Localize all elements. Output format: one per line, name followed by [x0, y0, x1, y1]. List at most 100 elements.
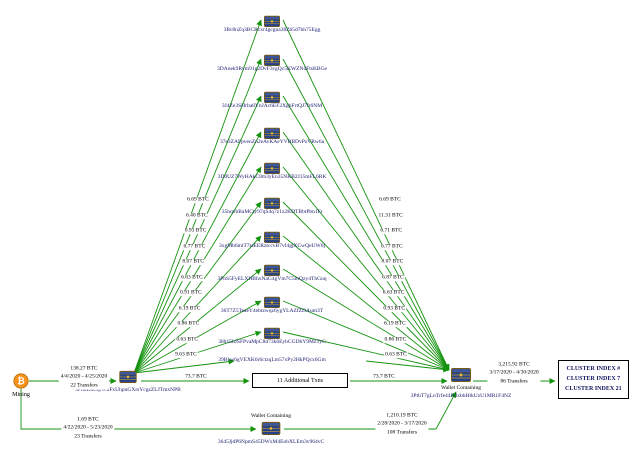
edge-amount-left: 9.63 BTC [174, 351, 198, 358]
right-outflow-transfers: 86 Transfers [500, 378, 528, 385]
flow-middle-to-right [365, 360, 450, 373]
cluster-index-line: CLUSTER INDEX 7 [566, 376, 621, 383]
flow-left-to-middle [133, 201, 262, 374]
wallet-icon[interactable] [264, 14, 280, 32]
wallet-icon[interactable] [264, 196, 280, 214]
edge-amount-center-right: 73.7 BTC [372, 373, 396, 380]
middle-wallet-address: 3J4Ze3SHrba8YnJAc6EF2XghFrtQJ7fr6NM [221, 103, 323, 109]
flow-middle-to-right [282, 268, 450, 371]
edge-amount-left: 8.07 BTC [181, 258, 206, 265]
edge-amount-left: 0.91 BTC [178, 289, 203, 296]
flow-middle-to-right [282, 19, 450, 371]
right-wallet-address: 3PtbT7gLnTrfe44D3xbhHtkUzU1MR1F4NZ [410, 393, 512, 399]
edge-amount-left: 6.40 BTC [184, 212, 209, 219]
edge-amount-left: 6.63 BTC [180, 274, 204, 281]
wallet-icon[interactable] [264, 161, 280, 179]
edge-amount-left: 0.63 BTC [175, 336, 200, 343]
edge-amount-left: 6.77 BTC [182, 243, 207, 250]
middle-wallet-address: 3DdUZ7WyHAkC8m3yEn35NKB2J15mFL6RK [217, 174, 327, 180]
bottom-inflow-transfers: 23 Transfers [74, 433, 102, 440]
left-inflow-transfers: 22 Transfers [70, 382, 98, 389]
middle-wallet-address: 3DAnek9Rvm91g2DvF3cgQc5KWZNdFtsKBGe [217, 66, 327, 72]
edge-amount-right: 0.93 BTC [382, 305, 407, 312]
flow-left-to-middle [133, 95, 262, 374]
flow-middle-to-right [282, 235, 450, 371]
flow-left-to-middle [133, 235, 262, 374]
flow-middle-to-right [282, 131, 450, 371]
bottom-inflow-amount: 1.69 BTC [77, 416, 99, 423]
wallet-icon[interactable] [264, 126, 280, 144]
edge-amount-right: 8.07 BTC [380, 258, 405, 265]
middle-wallet-address: 39B1w6gVEXK6r6ctzqLm57xPy2HkPQcx6Gm [218, 357, 326, 363]
flow-middle-to-right [282, 300, 450, 371]
edge-amount-right: 6.19 BTC [382, 320, 407, 327]
wallet-icon[interactable] [264, 263, 280, 281]
middle-wallet-address: 3Bc8nZq3BCRcxr4gcgna38Z65d7bh75Egg [223, 27, 321, 33]
bottom-outflow-transfers: 108 Transfers [386, 429, 418, 436]
additional-txns-box[interactable]: 11 Additional Txns [252, 373, 348, 388]
flow-left-to-middle [133, 268, 262, 374]
edge-amount-right: 0.63 BTC [384, 351, 408, 358]
edge-amount-left: 6.69 BTC [186, 196, 210, 203]
left-inflow-dates: 4/4/2020 - 4/25/2020 [60, 373, 108, 380]
edge-amount-right: 6.87 BTC [381, 274, 405, 281]
flow-left-to-middle [133, 166, 262, 374]
edge-amount-left: 6.19 BTC [177, 305, 202, 312]
right-outflow-amount: 3,215.92 BTC [498, 361, 530, 368]
edge-amount-right: 11.31 BTC [377, 212, 404, 219]
bottom-outflow-dates: 2/28/2020 - 3/17/2020 [377, 420, 427, 427]
flow-left-to-middle [133, 131, 262, 374]
bottom-wallet-title: Wallet Containing [250, 413, 292, 419]
wallet-icon-left[interactable] [119, 370, 137, 388]
flow-left-to-middle [133, 358, 235, 374]
wallet-icon[interactable] [264, 53, 280, 71]
cluster-index-box[interactable]: CLUSTER INDEX # CLUSTER INDEX 7 CLUSTER … [558, 360, 629, 399]
flow-middle-to-right [282, 95, 450, 371]
bottom-wallet-address: 3645JjdP6NpmS45DWxM4EobXLEm3v964vC [217, 439, 325, 445]
flow-bottom-wallet-to-right-wallet [284, 391, 457, 430]
wallet-icon-bottom[interactable] [261, 421, 281, 440]
bottom-outflow-label: 1,210.19 BTC 2/28/2020 - 3/17/2020 108 T… [375, 411, 429, 437]
edge-amount-left: 0.93 BTC [183, 227, 208, 234]
bitcoin-coin-icon[interactable]: ₿ [13, 373, 29, 389]
middle-wallet-address: 36T7Z5TeaeY4ebtzwqz6ygYLAZfZDAum3T [220, 308, 324, 314]
wallet-icon[interactable] [264, 326, 280, 344]
svg-text:₿: ₿ [17, 376, 24, 387]
cluster-index-line: CLUSTER INDEX 21 [565, 386, 622, 393]
flow-middle-to-right [282, 201, 450, 371]
flow-middle-to-right [282, 166, 450, 371]
flow-left-to-middle [133, 19, 262, 374]
middle-wallet-address: 3PnS5FyELXHBhxNaG4gVm7C5mQzy4ThGuq [217, 276, 327, 282]
flow-mining-to-bottom-wallet [20, 389, 257, 432]
wallet-icon[interactable] [264, 295, 280, 313]
left-inflow-amount: 138.27 BTC [70, 365, 98, 372]
right-outflow-dates: 3/17/2020 - 4/30/2020 [489, 369, 539, 376]
middle-wallet-address: 3Ht15hJSFPvaMpC8d73k6EybCGDhY9MzTyC [218, 339, 326, 345]
edge-amount-right: 6.71 BTC [379, 227, 404, 234]
bottom-outflow-amount: 1,210.19 BTC [386, 412, 418, 419]
edge-amount-right: 6.69 BTC [378, 196, 402, 203]
left-inflow-label: 138.27 BTC 4/4/2020 - 4/25/2020 22 Trans… [58, 364, 110, 390]
flow-middle-to-right [282, 331, 450, 372]
edge-amount-right: 0.86 BTC [383, 336, 408, 343]
left-wallet-address: 3PhnDuCqrWnFxUhpuGXrsYcgzZLJTmxNPB [75, 387, 181, 393]
bottom-inflow-dates: 4/22/2020 - 5/23/2020 [63, 424, 113, 431]
edge-amount-center-left: 73.7 BTC [184, 373, 208, 380]
middle-wallet-address: 3xgMb6miT7taEERztccvB7vf4gjXCwQeUW6j [218, 243, 326, 249]
edge-amount-right: 6.77 BTC [379, 243, 404, 250]
right-wallet-title: Wallet Containing [440, 385, 482, 391]
right-outflow-label: 3,215.92 BTC 3/17/2020 - 4/30/2020 86 Tr… [487, 360, 541, 386]
additional-txns-label: 11 Additional Txns [276, 377, 323, 384]
mining-label: Mining [12, 392, 30, 398]
cluster-index-line: CLUSTER INDEX # [566, 366, 621, 372]
flow-middle-to-right [282, 58, 450, 371]
middle-wallet-address: 35hqvbBaMCty97qS4q7z1z2KDTBbtPbn1Ft [221, 209, 323, 215]
edge-amount-left: 0.86 BTC [176, 320, 201, 327]
middle-wallet-address: 37e3ZAFpvenZn2eAvKAeYVBBDvPzVRw6a [219, 139, 325, 145]
wallet-icon-right[interactable] [451, 367, 471, 387]
wallet-icon[interactable] [264, 230, 280, 248]
wallet-icon[interactable] [264, 90, 280, 108]
bottom-inflow-label: 1.69 BTC 4/22/2020 - 5/23/2020 23 Transf… [61, 415, 115, 441]
edge-amount-right: 6.63 BTC [381, 289, 406, 296]
